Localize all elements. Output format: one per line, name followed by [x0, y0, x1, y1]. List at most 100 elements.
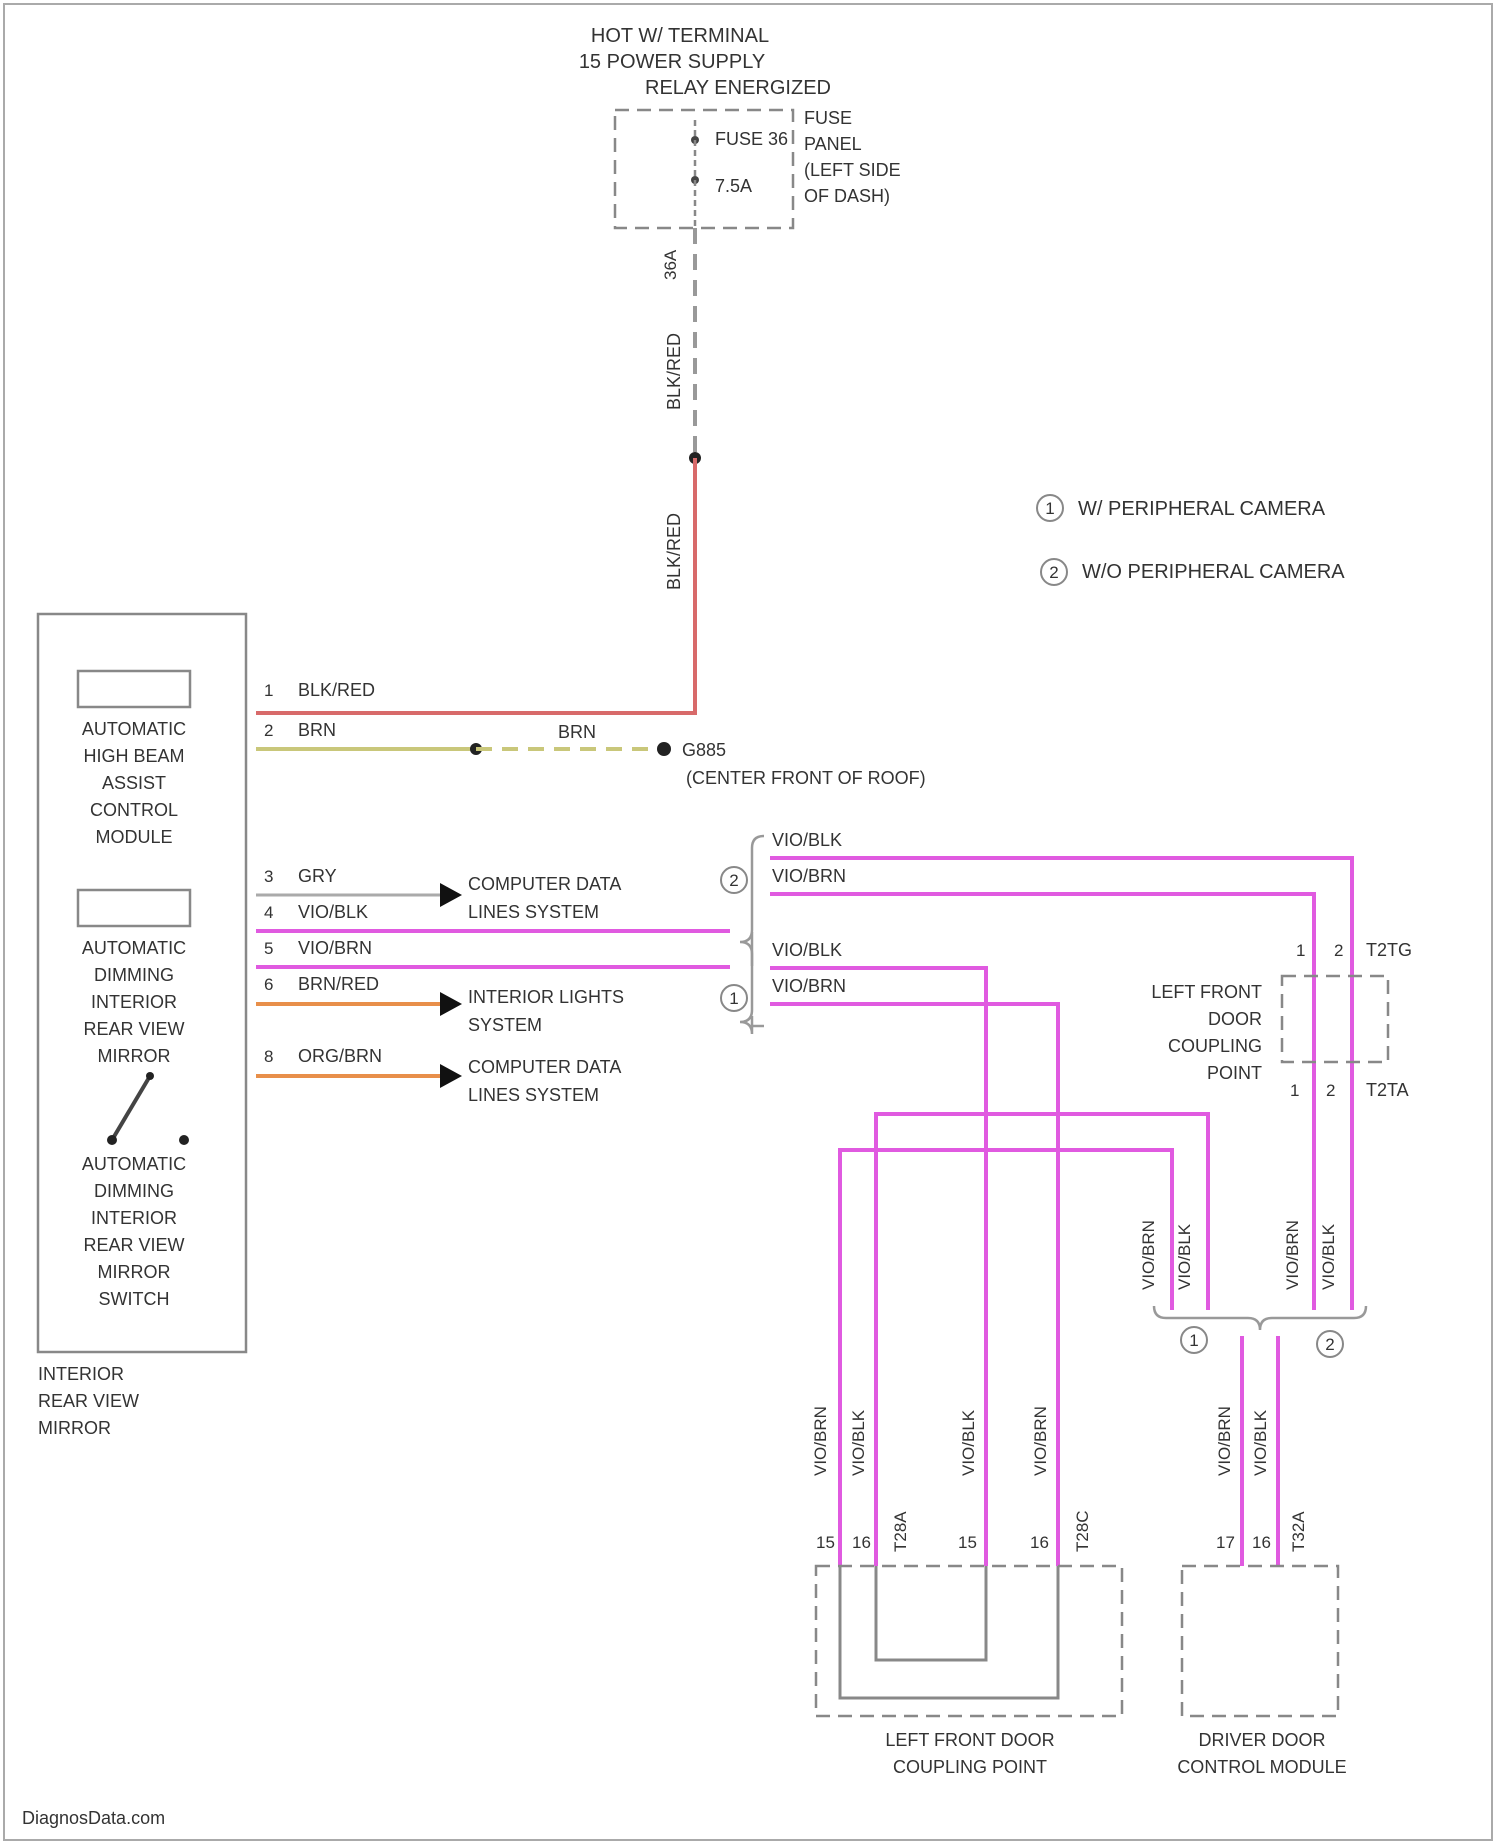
legend-marker-1-num: 1 — [1045, 499, 1054, 518]
switch-line-1: AUTOMATIC — [82, 1154, 186, 1174]
feed-wire-label-lower: BLK/RED — [664, 513, 684, 590]
switch-pivot — [146, 1072, 154, 1080]
coupling-right-bottom-pin-2: 2 — [1326, 1081, 1335, 1100]
branch-lower-w2: VIO/BRN — [772, 976, 846, 996]
pin-1-num: 1 — [264, 681, 273, 700]
legend-text-2: W/O PERIPHERAL CAMERA — [1082, 561, 1345, 583]
branch-upper-marker-num: 2 — [729, 871, 738, 890]
switch-line-5: MIRROR — [98, 1262, 171, 1282]
pin-2-num: 2 — [264, 721, 273, 740]
legend-marker-2-num: 2 — [1049, 563, 1058, 582]
component-name-line-2: REAR VIEW — [38, 1391, 139, 1411]
fuse-panel-line-3: (LEFT SIDE — [804, 160, 901, 180]
coupling-bottom-connector-2: T28C — [1073, 1510, 1092, 1552]
arrow-data-lines-2 — [440, 1064, 462, 1088]
branch-upper-w1: VIO/BLK — [772, 830, 842, 850]
brace-bottom — [1154, 1306, 1366, 1330]
switch-line-3: INTERIOR — [91, 1208, 177, 1228]
coupling-right-bottom-pin-1: 1 — [1290, 1081, 1299, 1100]
pin-2-wire: BRN — [298, 720, 336, 740]
vlabel-pair-right-2: VIO/BLK — [1319, 1223, 1338, 1290]
dest-data-lines-1-line-2: LINES SYSTEM — [468, 902, 599, 922]
vlabel-coupling-bottom-1: VIO/BRN — [811, 1406, 830, 1476]
high-beam-module-icon — [78, 671, 190, 707]
page-frame — [4, 4, 1492, 1840]
coupling-right-top-connector: T2TG — [1366, 940, 1412, 960]
pin-3-wire: GRY — [298, 866, 337, 886]
switch-contact-1 — [107, 1135, 117, 1145]
coupling-right-bottom-connector: T2TA — [1366, 1080, 1409, 1100]
coupling-bottom-internal-loop-2 — [876, 1566, 986, 1660]
dest-interior-lights-line-2: SYSTEM — [468, 1015, 542, 1035]
coupling-right-top-pin-2: 2 — [1334, 941, 1343, 960]
ground-location: (CENTER FRONT OF ROOF) — [686, 768, 926, 788]
mirror-pins: 1 BLK/RED 2 BRN 3 GRY 4 VIO/BLK 5 VIO/BR… — [264, 680, 382, 1066]
dest-data-lines-2-line-2: LINES SYSTEM — [468, 1085, 599, 1105]
pin-3-num: 3 — [264, 867, 273, 886]
module-b-line-2: DIMMING — [94, 965, 174, 985]
left-front-door-coupling-right: 1 2 T2TG 1 2 T2TA LEFT FRONT DOOR COUPLI… — [1151, 940, 1412, 1100]
coupling-right-line-3: COUPLING — [1168, 1036, 1262, 1056]
wire-upper-vioblk — [770, 858, 1352, 1310]
brace-lower — [740, 932, 764, 1034]
vlabel-coupling-bottom-2: VIO/BLK — [849, 1409, 868, 1476]
fuse-label: FUSE 36 — [715, 129, 788, 149]
coupling-bottom-pin-3: 15 — [958, 1533, 977, 1552]
coupling-right-line-2: DOOR — [1208, 1009, 1262, 1029]
arrow-data-lines-1 — [440, 883, 462, 907]
pin-6-wire: BRN/RED — [298, 974, 379, 994]
feed-wire-lower — [256, 458, 695, 713]
switch-line-6: SWITCH — [99, 1289, 170, 1309]
dest-data-lines-1-line-1: COMPUTER DATA — [468, 874, 621, 894]
module-b-line-5: MIRROR — [98, 1046, 171, 1066]
pin-1-wire: BLK/RED — [298, 680, 375, 700]
module-a-line-5: MODULE — [95, 827, 172, 847]
coupling-right-box — [1282, 976, 1388, 1062]
vlabel-coupling-bottom-4: VIO/BRN — [1031, 1406, 1050, 1476]
interior-rear-view-mirror: AUTOMATIC HIGH BEAM ASSIST CONTROL MODUL… — [38, 614, 246, 1438]
component-name-line-3: MIRROR — [38, 1418, 111, 1438]
coupling-bottom-box — [816, 1566, 1122, 1716]
coupling-bottom-pin-4: 16 — [1030, 1533, 1049, 1552]
wire-upper-viobrn — [770, 894, 1314, 1310]
ground-name: G885 — [682, 740, 726, 760]
driver-door-control-module: 17 16 T32A DRIVER DOOR CONTROL MODULE — [1177, 1511, 1346, 1777]
watermark: DiagnosData.com — [22, 1808, 165, 1828]
component-name-line-1: INTERIOR — [38, 1364, 124, 1384]
branch-lower: 1 VIO/BLK VIO/BRN — [721, 932, 846, 1034]
driver-module-connector: T32A — [1289, 1511, 1308, 1552]
wire-cross-vioblk — [876, 1114, 1208, 1566]
fuse-rating: 7.5A — [715, 176, 752, 196]
arrow-interior-lights — [440, 992, 462, 1016]
module-a-line-3: ASSIST — [102, 773, 166, 793]
pin-6-num: 6 — [264, 975, 273, 994]
vlabel-coupling-bottom-3: VIO/BLK — [959, 1409, 978, 1476]
coupling-bottom-pin-2: 16 — [852, 1533, 871, 1552]
driver-module-pin-2: 16 — [1252, 1533, 1271, 1552]
fuse-panel-line-1: FUSE — [804, 108, 852, 128]
power-title-line-2: 15 POWER SUPPLY — [579, 51, 765, 73]
fuse-pin-label: 36A — [661, 249, 680, 280]
ground-symbol — [657, 742, 671, 756]
legend-text-1: W/ PERIPHERAL CAMERA — [1078, 498, 1326, 520]
left-front-door-coupling-bottom: 15 16 T28A 15 16 T28C LEFT FRONT DOOR CO… — [816, 1510, 1122, 1777]
wire-cross-viobrn — [840, 1150, 1172, 1566]
driver-module-pin-1: 17 — [1216, 1533, 1235, 1552]
coupling-right-top-pin-1: 1 — [1296, 941, 1305, 960]
vlabel-pair-left-2: VIO/BLK — [1175, 1223, 1194, 1290]
pin-4-wire: VIO/BLK — [298, 902, 368, 922]
pin-5-num: 5 — [264, 939, 273, 958]
module-b-line-1: AUTOMATIC — [82, 938, 186, 958]
switch-contact-2 — [179, 1135, 189, 1145]
vlabel-pair-right-1: VIO/BRN — [1283, 1220, 1302, 1290]
branch-bottom-marker-1-num: 1 — [1189, 1331, 1198, 1350]
coupling-right-line-4: POINT — [1207, 1063, 1262, 1083]
coupling-bottom-connector-1: T28A — [891, 1511, 910, 1552]
branch-upper-w2: VIO/BRN — [772, 866, 846, 886]
module-b-line-4: REAR VIEW — [83, 1019, 184, 1039]
fuse-panel-box — [615, 110, 793, 228]
pin-8-wire: ORG/BRN — [298, 1046, 382, 1066]
module-a-line-4: CONTROL — [90, 800, 178, 820]
power-source: HOT W/ TERMINAL 15 POWER SUPPLY RELAY EN… — [579, 25, 901, 280]
